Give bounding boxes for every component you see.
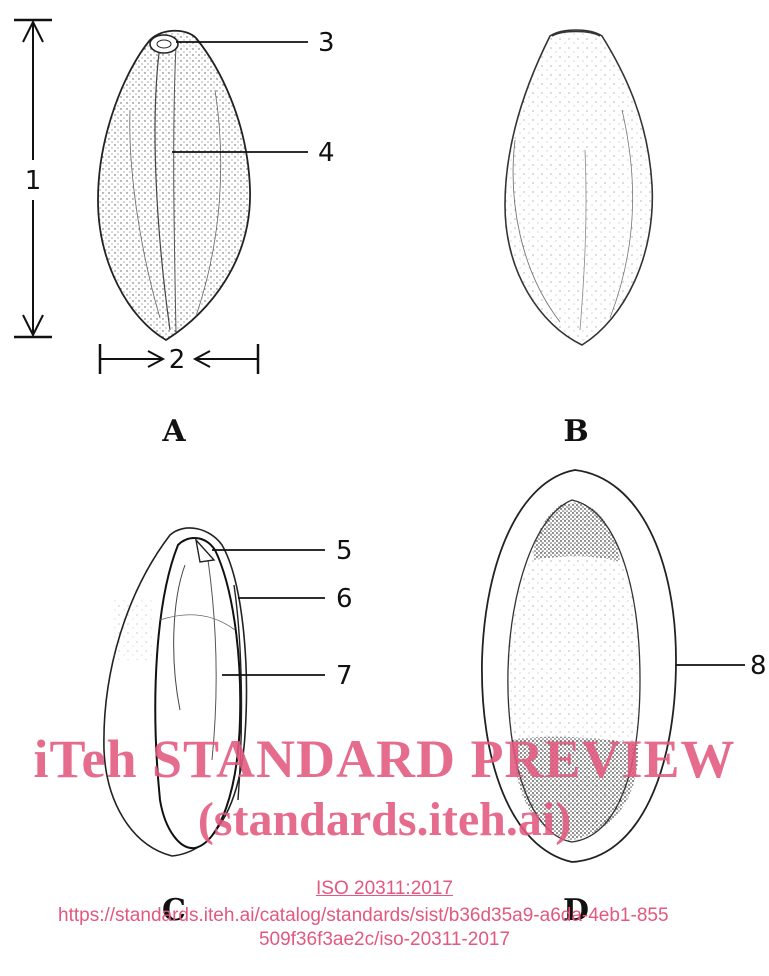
label-4: 4 [318,138,335,168]
label-6: 6 [336,584,353,614]
panel-label-b: B [563,414,588,449]
label-3: 3 [318,28,335,58]
iso-reference-link[interactable]: ISO 20311:2017 [0,878,769,900]
panel-label-a: A [161,414,186,449]
label-1: 1 [25,166,42,196]
grain-a-drawing [98,31,250,340]
grain-b-drawing [505,30,652,345]
label-8: 8 [750,651,767,681]
label-7: 7 [336,661,353,691]
watermark-subtitle: (standards.iteh.ai) [0,792,769,847]
label-5: 5 [336,536,353,566]
catalog-url-line-1[interactable]: https://standards.iteh.ai/catalog/standa… [58,905,669,927]
label-2: 2 [169,345,186,375]
catalog-url-line-2[interactable]: 509f36f3ae2c/iso-20311-2017 [0,929,769,951]
watermark-title: iTeh STANDARD PREVIEW [0,728,769,790]
